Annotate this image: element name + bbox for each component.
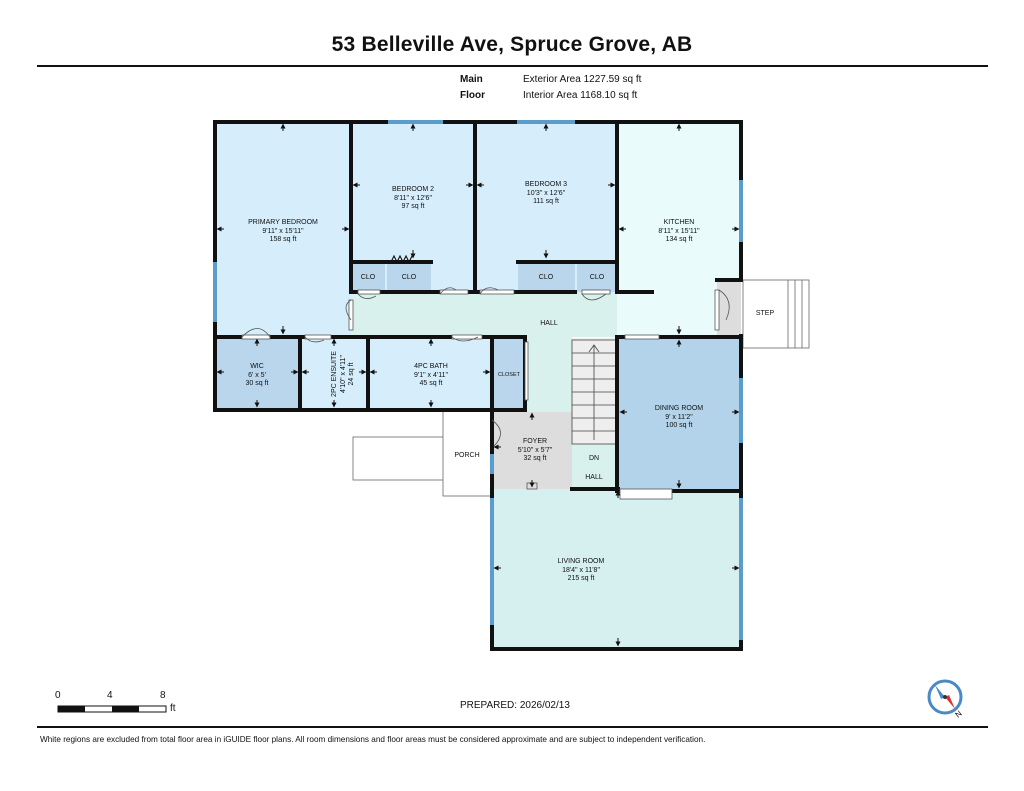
porch-label: PORCH (454, 452, 479, 459)
staircase (571, 339, 617, 445)
dn-label: DN (589, 455, 599, 462)
dn-hall-label: HALL (585, 474, 603, 481)
bath-fill (368, 337, 492, 410)
scale-tick-0: 0 (55, 690, 61, 701)
doors (241, 287, 730, 500)
floor-label: Main Floor (460, 74, 485, 101)
scale-bar (57, 705, 167, 713)
header-divider (37, 65, 988, 67)
living-name: LIVING ROOM (558, 558, 605, 565)
scale-tick-8: 8 (160, 690, 166, 701)
bath-area: 45 sq ft (420, 380, 443, 387)
clo4-fill (577, 262, 617, 292)
bedroom2-fill (351, 122, 475, 262)
foyer-dims: 5'10" x 5'7" (518, 447, 553, 454)
closet-label: CLOSET (498, 372, 521, 378)
stair-fill (572, 338, 618, 444)
ensuite-dims: 4'10" x 4'11" (340, 355, 347, 393)
living-fill (492, 489, 742, 649)
interior-area: Interior Area 1168.10 sq ft (523, 90, 638, 101)
kitchen-area: 134 sq ft (666, 236, 693, 243)
disclaimer-text: White regions are excluded from total fl… (40, 735, 706, 744)
compass-icon (927, 679, 963, 715)
dimension-arrows (216, 123, 740, 647)
step-deck (742, 279, 810, 349)
exterior-area: Exterior Area 1227.59 sq ft (523, 74, 642, 85)
primary-bedroom-dims: 9'11" x 15'11" (262, 228, 304, 235)
bedroom2-name: BEDROOM 2 (392, 186, 434, 193)
bedroom3-fill (475, 122, 617, 262)
clo3-label: CLO (539, 274, 554, 281)
clo2-fill (387, 262, 431, 292)
kitchen-dims: 8'11" x 15'11" (658, 228, 700, 235)
clo3-fill (518, 262, 575, 292)
clo4-label: CLO (590, 274, 605, 281)
wic-dims: 6' x 5' (248, 372, 266, 379)
primary-bedroom-name: PRIMARY BEDROOM (248, 219, 318, 226)
clo1-label: CLO (361, 274, 376, 281)
dn-hall-fill (572, 444, 618, 489)
hall-fill (351, 294, 617, 337)
porch-area (442, 409, 492, 497)
bedroom3-dims: 10'3" x 12'6" (527, 190, 566, 197)
clo1-fill (351, 262, 385, 292)
dining-name: DINING ROOM (655, 405, 703, 412)
heater-symbol (390, 254, 413, 264)
footer-divider (37, 726, 988, 728)
ensuite-name: 2PC ENSUITE (331, 351, 338, 397)
step-label: STEP (756, 310, 775, 317)
scale-unit: ft (170, 703, 176, 714)
bath-name: 4PC BATH (414, 363, 448, 370)
wic-area: 30 sq ft (246, 380, 269, 387)
wic-name: WIC (250, 363, 264, 370)
bedroom2-dims: 8'11" x 12'6" (394, 195, 432, 202)
prepared-date: PREPARED: 2026/02/13 (460, 700, 570, 711)
living-area: 215 sq ft (568, 575, 595, 582)
page-title: 53 Belleville Ave, Spruce Grove, AB (331, 33, 693, 56)
ensuite-area: 24 sq ft (348, 362, 355, 385)
bath-dims: 9'1" x 4'11" (414, 372, 448, 379)
dining-area: 100 sq ft (666, 422, 693, 429)
porch-deck (352, 436, 447, 481)
dining-fill (618, 338, 741, 491)
foyer-area: 32 sq ft (524, 455, 547, 462)
primary-bedroom-area: 158 sq ft (270, 236, 297, 243)
scale-tick-4: 4 (107, 690, 113, 701)
primary-bedroom-fill (215, 122, 351, 337)
kitchen-name: KITCHEN (664, 219, 695, 226)
bedroom3-area: 111 sq ft (533, 198, 559, 205)
foyer-name: FOYER (523, 438, 547, 445)
foyer-fill (492, 412, 572, 489)
dining-dims: 9' x 11'2" (665, 414, 693, 421)
compass-north-label: N (954, 709, 964, 720)
hall-label: HALL (540, 320, 558, 327)
living-dims: 18'4" x 11'8" (562, 567, 600, 574)
clo2-label: CLO (402, 274, 417, 281)
bedroom2-area: 97 sq ft (402, 203, 425, 210)
bedroom3-name: BEDROOM 3 (525, 181, 567, 188)
wic-fill (215, 337, 300, 410)
closet-fill (492, 337, 525, 410)
ensuite-fill (300, 337, 368, 410)
windows (213, 120, 743, 640)
